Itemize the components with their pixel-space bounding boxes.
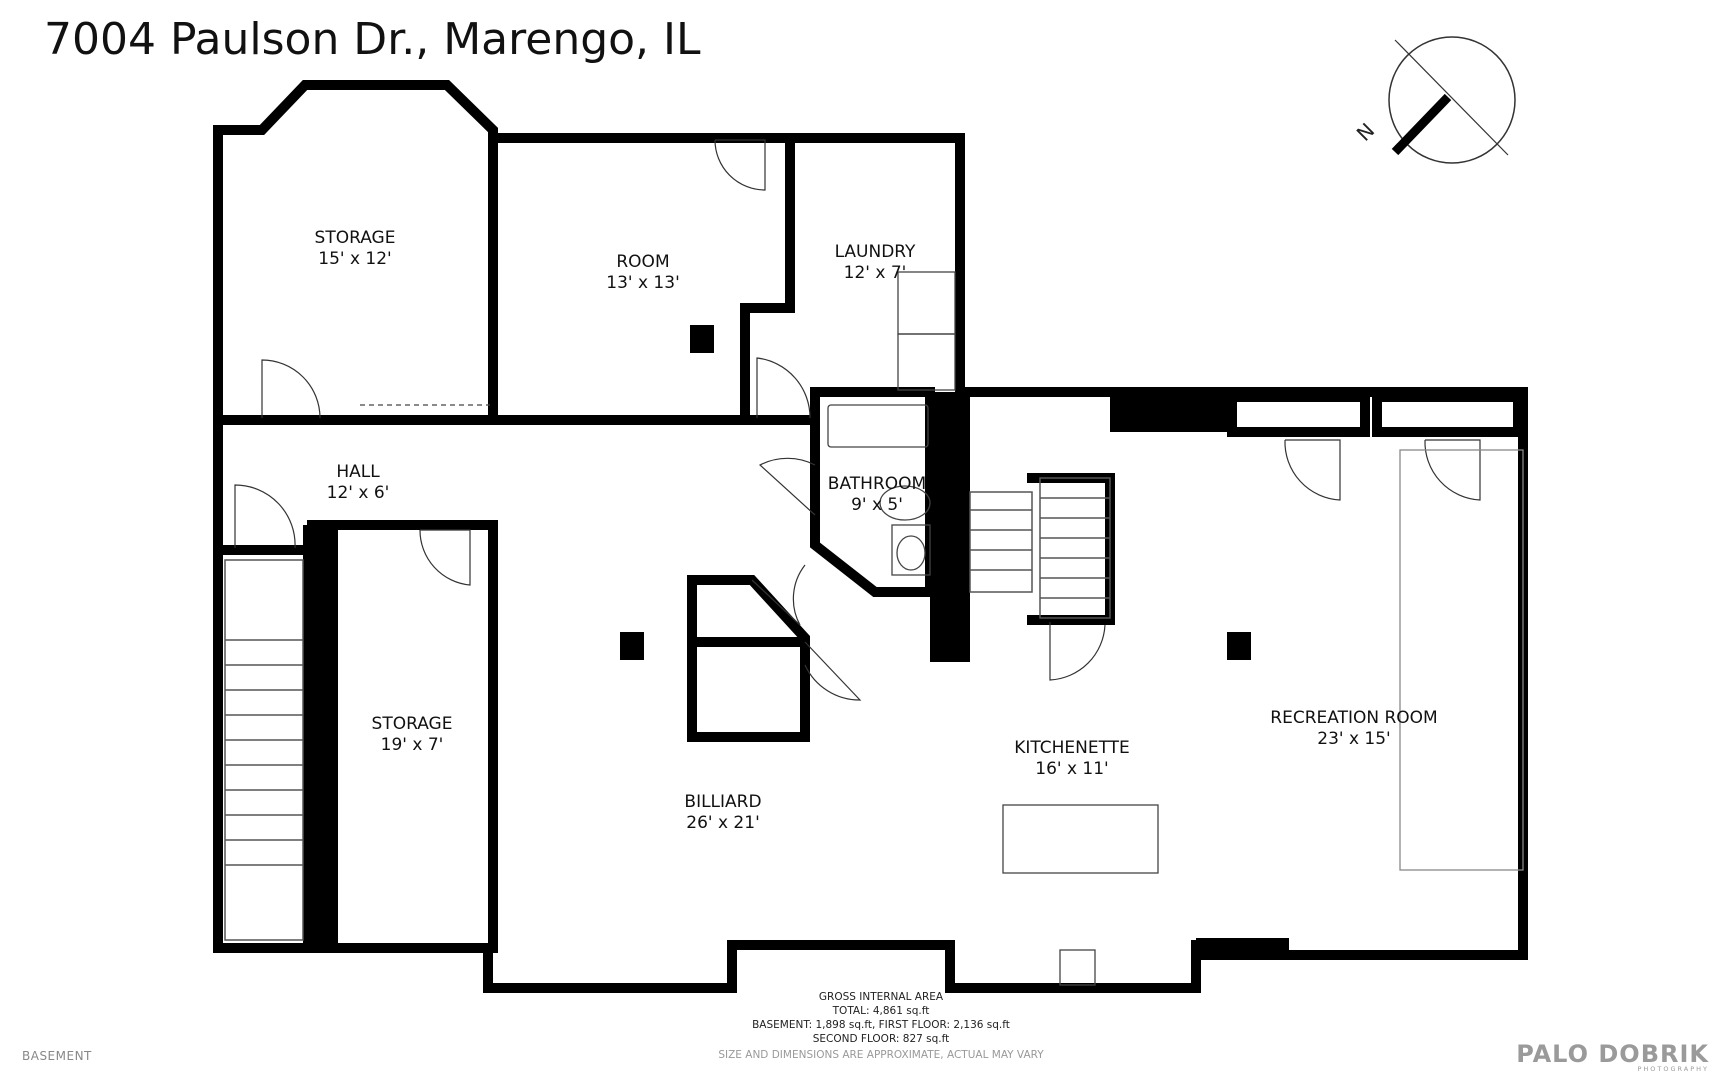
- room-label-bathroom: BATHROOM 9' x 5': [828, 474, 926, 516]
- room-name: ROOM: [616, 252, 670, 272]
- room-name: BILLIARD: [684, 792, 762, 812]
- column: [1227, 632, 1251, 660]
- wall-closet-lower: [687, 637, 810, 742]
- area-summary: GROSS INTERNAL AREA TOTAL: 4,861 sq.ft B…: [752, 990, 1010, 1046]
- room-dims: 19' x 7': [380, 735, 444, 755]
- room-dims: 9' x 5': [851, 495, 903, 515]
- room-label-room: ROOM 13' x 13': [606, 252, 679, 294]
- area-basement-first: BASEMENT: 1,898 sq.ft, FIRST FLOOR: 2,13…: [752, 1019, 1010, 1031]
- room-name: STORAGE: [314, 228, 396, 248]
- brand-sub: PHOTOGRAPHY: [1637, 1065, 1709, 1073]
- compass: [1388, 36, 1516, 164]
- room-name: RECREATION ROOM: [1270, 708, 1438, 728]
- room-name: HALL: [336, 462, 380, 482]
- room-label-billiard: BILLIARD 26' x 21': [684, 792, 761, 834]
- room-label-kitchenette: KITCHENETTE 16' x 11': [1014, 738, 1130, 780]
- room-dims: 12' x 6': [326, 483, 390, 503]
- area-total: TOTAL: 4,861 sq.ft: [832, 1005, 930, 1017]
- disclaimer: SIZE AND DIMENSIONS ARE APPROXIMATE, ACT…: [718, 1049, 1044, 1061]
- room-name: KITCHENETTE: [1014, 738, 1130, 758]
- room-label-hall: HALL 12' x 6': [327, 462, 390, 504]
- column: [620, 632, 644, 660]
- wall-storage-2: [307, 520, 498, 953]
- room-dims: 15' x 12': [318, 249, 392, 269]
- page-title: 7004 Paulson Dr., Marengo, IL: [44, 14, 701, 65]
- room-name: STORAGE: [371, 714, 453, 734]
- wall-bottom: [213, 940, 1289, 993]
- wall-bathroom: [810, 387, 935, 597]
- level-label: BASEMENT: [22, 1049, 92, 1063]
- room-dims: 16' x 11': [1035, 759, 1109, 779]
- area-heading: GROSS INTERNAL AREA: [818, 991, 944, 1003]
- area-second: SECOND FLOOR: 827 sq.ft: [812, 1033, 950, 1045]
- wall-closet-upper: [687, 575, 810, 647]
- wall-laundry: [785, 133, 965, 397]
- brand-logo: PALO DOBRIK PHOTOGRAPHY: [1516, 1040, 1709, 1073]
- room-dims: 26' x 21': [686, 813, 760, 833]
- wall-room: [488, 133, 795, 425]
- brand-name: PALO DOBRIK: [1516, 1040, 1709, 1068]
- room-name: LAUNDRY: [834, 242, 916, 262]
- room-label-storage-2: STORAGE 19' x 7': [372, 714, 453, 756]
- room-dims: 23' x 15': [1317, 729, 1391, 749]
- room-dims: 12' x 7': [843, 263, 907, 283]
- room-dims: 13' x 13': [606, 273, 680, 293]
- column: [690, 325, 714, 353]
- room-label-recreation-room: RECREATION ROOM 23' x 15': [1270, 708, 1437, 750]
- room-label-storage-1: STORAGE 15' x 12': [315, 228, 396, 270]
- room-name: BATHROOM: [827, 474, 927, 494]
- wall-storage-top: [213, 80, 498, 425]
- room-label-laundry: LAUNDRY 12' x 7': [835, 242, 916, 284]
